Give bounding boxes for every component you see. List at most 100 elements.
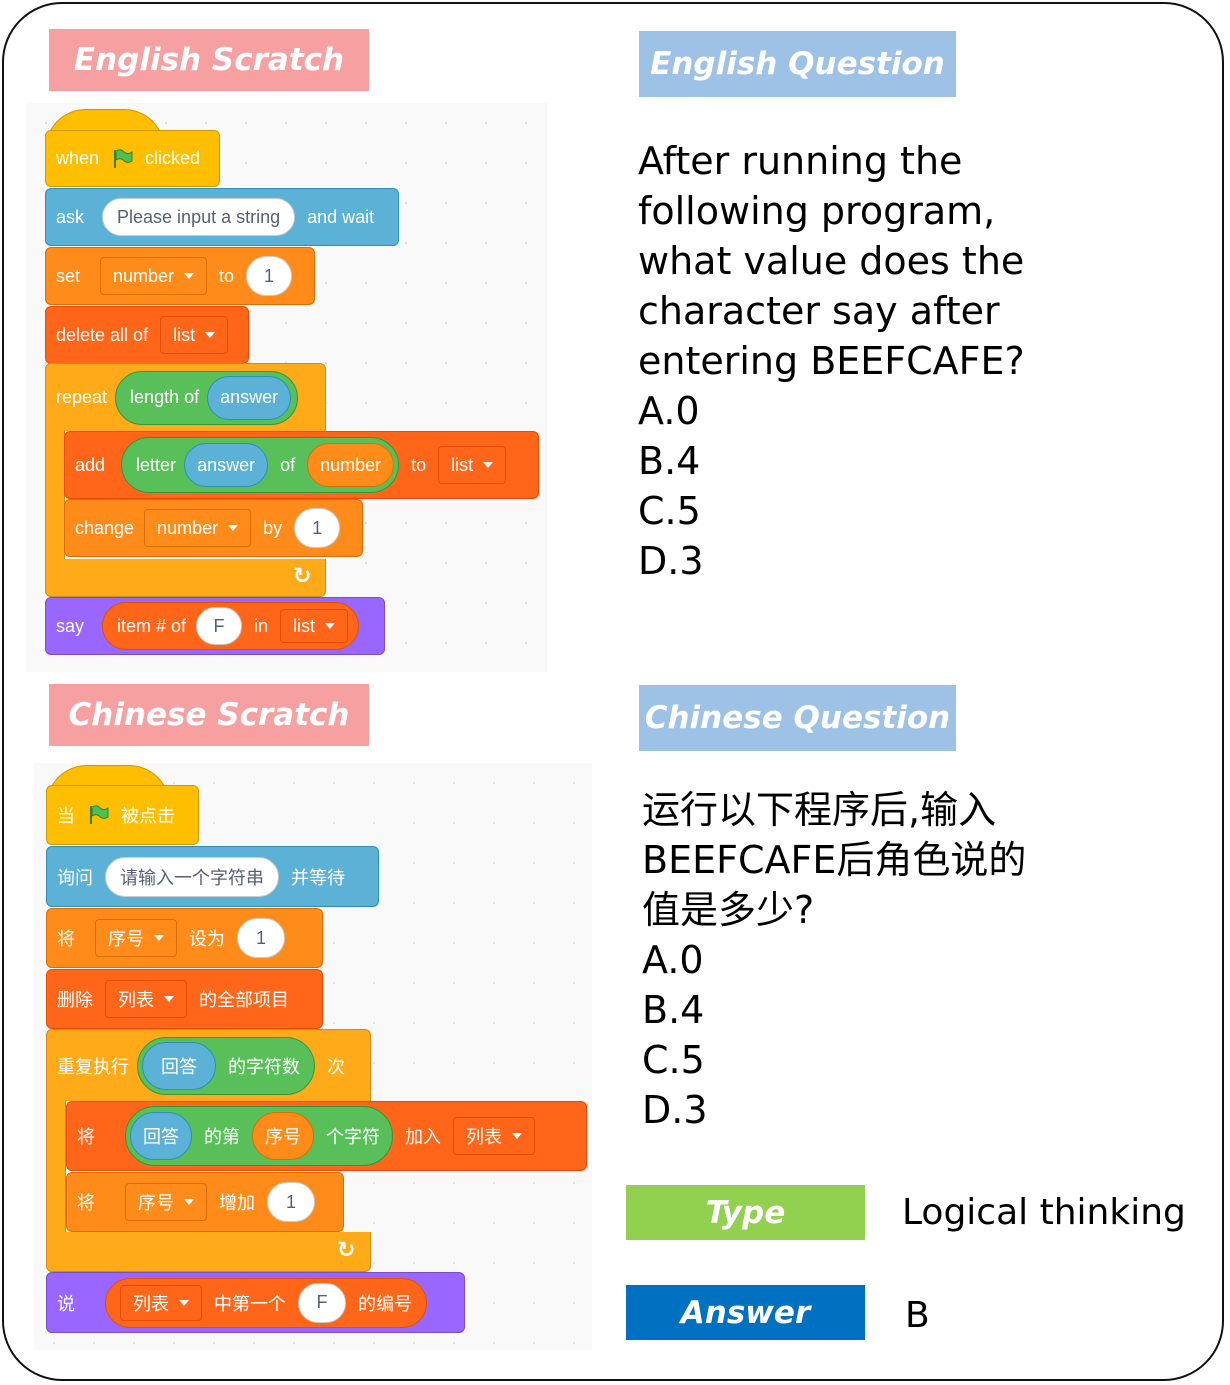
delete-label: 删除 <box>57 990 93 1010</box>
variable-name: 序号 <box>138 1193 174 1213</box>
english-question-tag: English Question <box>639 31 956 97</box>
ask-input[interactable]: Please input a string <box>102 198 296 236</box>
when-label: 当 <box>57 806 75 826</box>
repeat-block[interactable]: 重复执行 回答 的字符数 次 <box>46 1029 371 1101</box>
to-label: 设为 <box>189 929 225 949</box>
letter-of-reporter[interactable]: letter answer of number <box>121 437 400 493</box>
answer-reporter[interactable]: answer <box>207 375 292 420</box>
question-line: character say after <box>638 289 1000 333</box>
english-scratch-label: English Scratch <box>73 42 345 78</box>
answer-reporter[interactable]: 回答 <box>130 1112 192 1160</box>
set-value-input[interactable]: 1 <box>237 918 285 958</box>
variable-dropdown[interactable]: number <box>100 257 208 295</box>
length-label: 的字符数 <box>228 1056 300 1077</box>
change-variable-block[interactable]: 将 序号 增加 1 <box>66 1172 344 1232</box>
list-dropdown[interactable]: list <box>438 446 507 484</box>
caret-down-icon <box>184 273 195 279</box>
add-label: add <box>75 454 106 475</box>
repeat-label: 重复执行 <box>57 1056 129 1077</box>
list-dropdown[interactable]: 列表 <box>120 1284 202 1321</box>
list-dropdown[interactable]: list <box>160 316 229 354</box>
answer-reporter[interactable]: 回答 <box>142 1041 216 1090</box>
number-reporter[interactable]: number <box>307 443 395 487</box>
answer-reporter[interactable]: answer <box>184 443 269 487</box>
to-label: to <box>411 454 427 475</box>
option-c: C.5 <box>638 489 701 533</box>
list-dropdown[interactable]: 列表 <box>453 1117 535 1155</box>
change-value-input[interactable]: 1 <box>294 508 341 548</box>
item-number-reporter[interactable]: 列表 中第一个 F 的编号 <box>105 1277 427 1328</box>
option-d: D.3 <box>642 1088 708 1132</box>
letter-of-reporter[interactable]: 回答 的第 序号 个字符 <box>125 1106 393 1166</box>
length-reporter[interactable]: 回答 的字符数 <box>137 1036 315 1095</box>
when-label: when <box>56 148 100 168</box>
delete-all-block[interactable]: 删除 列表 的全部项目 <box>46 969 323 1029</box>
option-b: B.4 <box>638 439 701 483</box>
delete-all-block[interactable]: delete all of list <box>45 306 249 364</box>
number-reporter[interactable]: 序号 <box>252 1112 314 1160</box>
ask-input[interactable]: 请输入一个字符串 <box>105 856 279 897</box>
list-name: 列表 <box>133 1293 169 1314</box>
type-value: Logical thinking <box>902 1192 1186 1233</box>
variable-dropdown[interactable]: number <box>144 509 252 547</box>
caret-down-icon <box>205 332 216 338</box>
caret-down-icon <box>325 623 336 629</box>
change-value-input[interactable]: 1 <box>267 1182 315 1222</box>
list-name: list <box>293 615 316 636</box>
list-name: list <box>173 324 196 345</box>
say-label: 说 <box>57 1293 75 1314</box>
variable-dropdown[interactable]: 序号 <box>125 1183 207 1221</box>
change-variable-block[interactable]: change number by 1 <box>64 499 363 557</box>
type-label: Type <box>705 1194 786 1231</box>
add-to-list-block[interactable]: add letter answer of number to list <box>64 431 539 499</box>
change-label: 将 <box>77 1193 95 1213</box>
when-flag-clicked-block[interactable]: 当 被点击 <box>46 785 199 845</box>
add-to-label: 加入 <box>405 1127 441 1147</box>
green-flag-icon <box>114 148 133 168</box>
question-line: entering BEEFCAFE? <box>638 339 1025 383</box>
chinese-question-label: Chinese Question <box>644 700 951 736</box>
say-block[interactable]: 说 列表 中第一个 F 的编号 <box>46 1272 465 1333</box>
ask-label: 询问 <box>57 867 93 888</box>
repeat-label: repeat <box>56 387 108 407</box>
index-label: 的编号 <box>358 1293 412 1314</box>
chinese-question-text: 运行以下程序后,输入 BEEFCAFE后角色说的 值是多少? A.0 B.4 C… <box>642 785 1026 1135</box>
chinese-question-tag: Chinese Question <box>639 685 956 751</box>
caret-down-icon <box>184 1199 194 1205</box>
add-to-list-block[interactable]: 将 回答 的第 序号 个字符 加入 列表 <box>66 1101 587 1171</box>
set-variable-block[interactable]: set number to 1 <box>45 247 315 305</box>
question-line: 运行以下程序后,输入 <box>642 788 997 832</box>
say-block[interactable]: say item # of F in list <box>45 597 385 655</box>
by-label: 增加 <box>219 1193 255 1213</box>
list-name: 列表 <box>466 1127 502 1147</box>
when-flag-clicked-block[interactable]: when clicked <box>45 130 220 187</box>
variable-dropdown[interactable]: 序号 <box>95 919 177 957</box>
ask-block[interactable]: 询问 请输入一个字符串 并等待 <box>46 846 379 907</box>
option-a: A.0 <box>642 938 704 982</box>
green-flag-icon <box>90 805 109 824</box>
item-value-input[interactable]: F <box>298 1282 346 1323</box>
set-value-input[interactable]: 1 <box>246 256 293 296</box>
list-dropdown[interactable]: list <box>280 609 349 643</box>
repeat-bottom <box>46 1232 371 1272</box>
question-line: BEEFCAFE后角色说的 <box>642 838 1027 882</box>
english-scratch-tag: English Scratch <box>49 29 369 91</box>
answer-tag: Answer <box>626 1285 865 1340</box>
ask-block[interactable]: ask Please input a string and wait <box>45 188 399 246</box>
item-value-input[interactable]: F <box>196 607 243 645</box>
list-dropdown[interactable]: 列表 <box>105 980 187 1018</box>
repeat-bottom <box>45 559 326 597</box>
to-label: to <box>219 265 235 286</box>
length-of-reporter[interactable]: length of answer <box>115 370 299 425</box>
caret-down-icon <box>483 462 494 468</box>
delete-all-label: delete all of <box>56 324 149 345</box>
char-label: 个字符 <box>326 1127 380 1147</box>
item-number-reporter[interactable]: item # of F in list <box>102 602 360 650</box>
option-b: B.4 <box>642 988 705 1032</box>
in-label: in <box>254 615 269 636</box>
length-of-label: length of <box>130 387 200 407</box>
set-variable-block[interactable]: 将 序号 设为 1 <box>46 908 323 968</box>
and-wait-label: 并等待 <box>291 867 345 888</box>
repeat-block[interactable]: repeat length of answer <box>45 363 326 431</box>
